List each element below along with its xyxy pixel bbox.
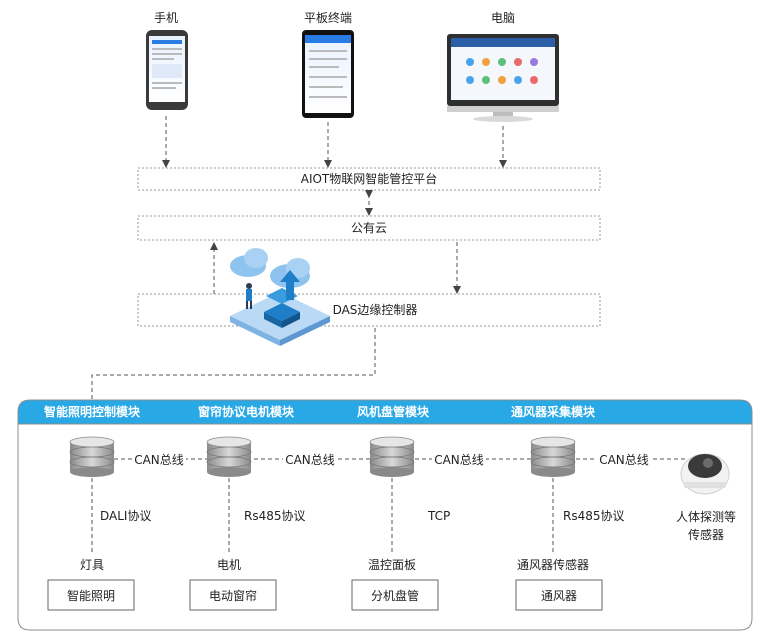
system-box-lighting [47, 579, 135, 611]
platform-label: AIOT物联网智能管控平台 [301, 171, 438, 186]
edge-label: DAS边缘控制器 [333, 303, 418, 317]
device-label-curtain: 电机 [217, 558, 241, 572]
protocol-label-lighting: DALI协议 [100, 508, 151, 523]
can-bus-label: CAN总线 [285, 453, 335, 467]
platform-box [137, 167, 601, 191]
module-title-fancoil: 风机盘管模块 [357, 404, 430, 419]
system-box-curtain [189, 579, 277, 611]
system-label-fancoil: 分机盘管 [371, 588, 419, 603]
can-bus-label: CAN总线 [599, 453, 649, 467]
tablet-icon [302, 30, 354, 118]
sensor-label-line1: 人体探测等 [676, 510, 736, 524]
monitor-icon [447, 34, 559, 122]
tablet-label: 平板终端 [304, 10, 352, 25]
sensor-label-line2: 传感器 [688, 527, 724, 542]
database-icon [69, 436, 115, 477]
can-bus-label: CAN总线 [434, 453, 484, 467]
module-title-ventilator: 通风器采集模块 [511, 404, 596, 419]
database-icon [369, 436, 415, 477]
phone-icon [146, 30, 188, 110]
system-label-lighting: 智能照明 [67, 588, 115, 603]
system-label-ventilator: 通风器 [541, 589, 577, 603]
can-bus-label: CAN总线 [134, 453, 184, 467]
device-label-lighting: 灯具 [80, 558, 104, 572]
cloud-label: 公有云 [351, 221, 387, 235]
sensor-camera-icon [680, 453, 730, 495]
computer-label: 电脑 [491, 11, 515, 25]
device-label-ventilator: 通风器传感器 [517, 557, 589, 572]
phone-label: 手机 [154, 11, 178, 25]
edge-server-icon [230, 248, 330, 346]
system-box-ventilator [515, 579, 603, 611]
edge-box [137, 293, 601, 327]
cloud-box [137, 215, 601, 241]
database-icon [530, 436, 576, 477]
edge-to-modules-line [91, 328, 376, 399]
modules-header [18, 400, 752, 424]
module-title-curtain: 窗帘协议电机模块 [198, 404, 295, 419]
protocol-label-fancoil: TCP [427, 509, 450, 523]
protocol-label-curtain: Rs485协议 [244, 508, 306, 523]
module-title-lighting: 智能照明控制模块 [43, 404, 141, 419]
database-icon [206, 436, 252, 477]
system-box-fancoil [351, 579, 439, 611]
system-label-curtain: 电动窗帘 [209, 588, 257, 603]
device-label-fancoil: 温控面板 [368, 558, 416, 572]
protocol-label-ventilator: Rs485协议 [563, 508, 625, 523]
